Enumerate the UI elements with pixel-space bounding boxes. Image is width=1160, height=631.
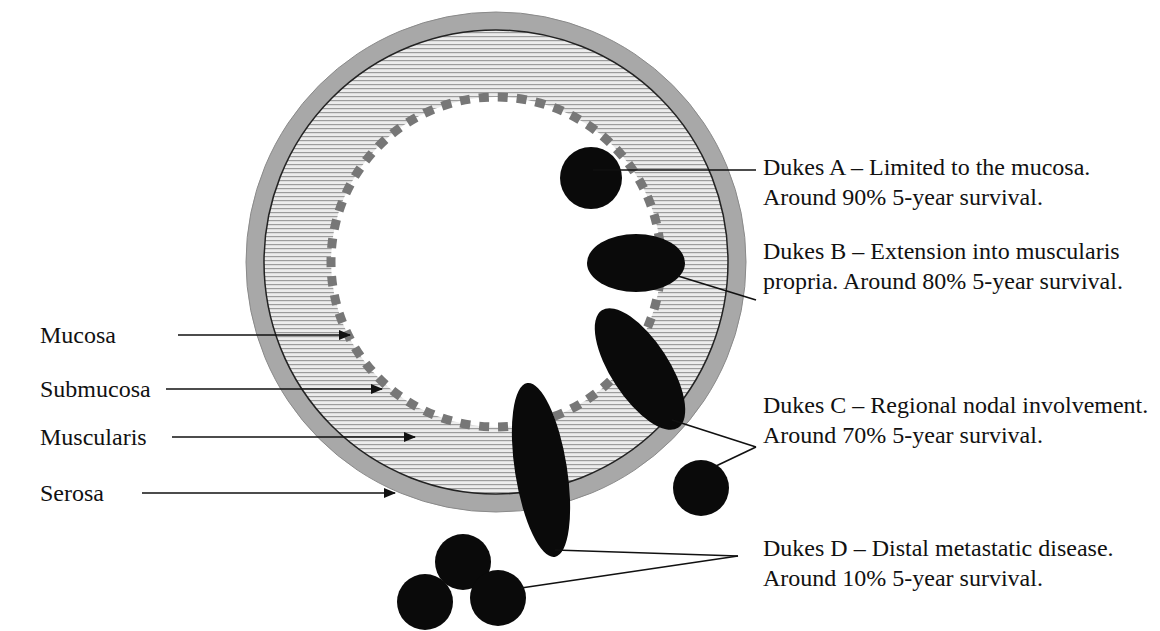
pointer-arrow [142, 492, 395, 494]
leader-line [716, 447, 756, 466]
layer-label: Muscularis [40, 422, 147, 452]
leader-line [521, 556, 738, 588]
leader-line [672, 420, 756, 447]
leader-line [593, 169, 756, 171]
leader-line [678, 276, 756, 300]
leader-line [555, 550, 738, 556]
tumour-dukes-b [587, 234, 685, 292]
lymph-node [673, 460, 729, 516]
pointer-arrow [172, 436, 415, 438]
tumour-dukes-a [560, 147, 622, 209]
pointer-arrow [166, 388, 382, 390]
muscularis-band [264, 30, 728, 494]
metastasis [470, 570, 526, 626]
stage-description: Dukes D – Distal metastatic disease. Aro… [763, 533, 1153, 593]
tumour-dukes-d [502, 379, 581, 561]
stage-description: Dukes B – Extension into muscularis prop… [763, 236, 1153, 296]
metastasis [397, 574, 453, 630]
stage-description: Dukes A – Limited to the mucosa. Around … [763, 152, 1153, 212]
tumour-dukes-c [578, 294, 703, 443]
layer-label: Mucosa [40, 320, 116, 350]
layer-label: Serosa [40, 478, 104, 508]
pointer-arrow [178, 334, 350, 336]
stage-description: Dukes C – Regional nodal involvement. Ar… [763, 390, 1153, 450]
layer-label: Submucosa [40, 374, 151, 404]
